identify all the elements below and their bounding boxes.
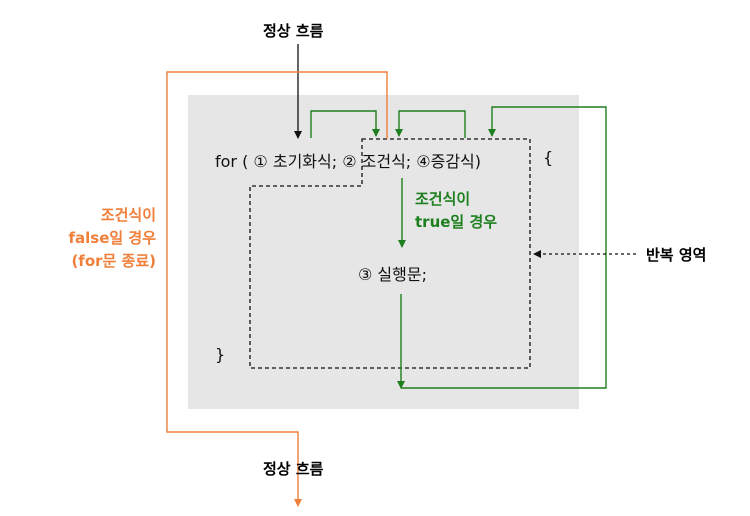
init-to-condition-arrow [310, 110, 380, 138]
open-brace: { [543, 148, 554, 167]
for-statement-header: for ( ① 초기화식; ② 조건식; ④증감식) [215, 152, 482, 171]
true-condition-label: 조건식이 true일 경우 [415, 188, 497, 234]
for-block-background [188, 95, 579, 409]
true-label-line-2: true일 경우 [415, 213, 498, 231]
false-label-line-1: 조건식이 [100, 206, 156, 224]
close-brace: } [215, 345, 226, 364]
normal-flow-top-label: 정상 흐름 [263, 22, 324, 40]
false-condition-label: 조건식이 false일 경우 (for문 종료) [40, 204, 156, 273]
condition-false-exit-arrow [166, 71, 388, 507]
repeat-region-outline [249, 138, 531, 369]
increment-to-condition-arrow [395, 110, 466, 138]
repeat-area-label: 반복 영역 [646, 246, 707, 264]
loop-back-to-increment-arrow [401, 106, 607, 389]
body-statement: ③ 실행문; [358, 265, 427, 284]
false-label-line-2: false일 경우 [68, 229, 156, 247]
normal-flow-bottom-label: 정상 흐름 [263, 460, 324, 478]
false-label-line-3: (for문 종료) [71, 252, 156, 270]
true-label-line-1: 조건식이 [415, 190, 471, 208]
